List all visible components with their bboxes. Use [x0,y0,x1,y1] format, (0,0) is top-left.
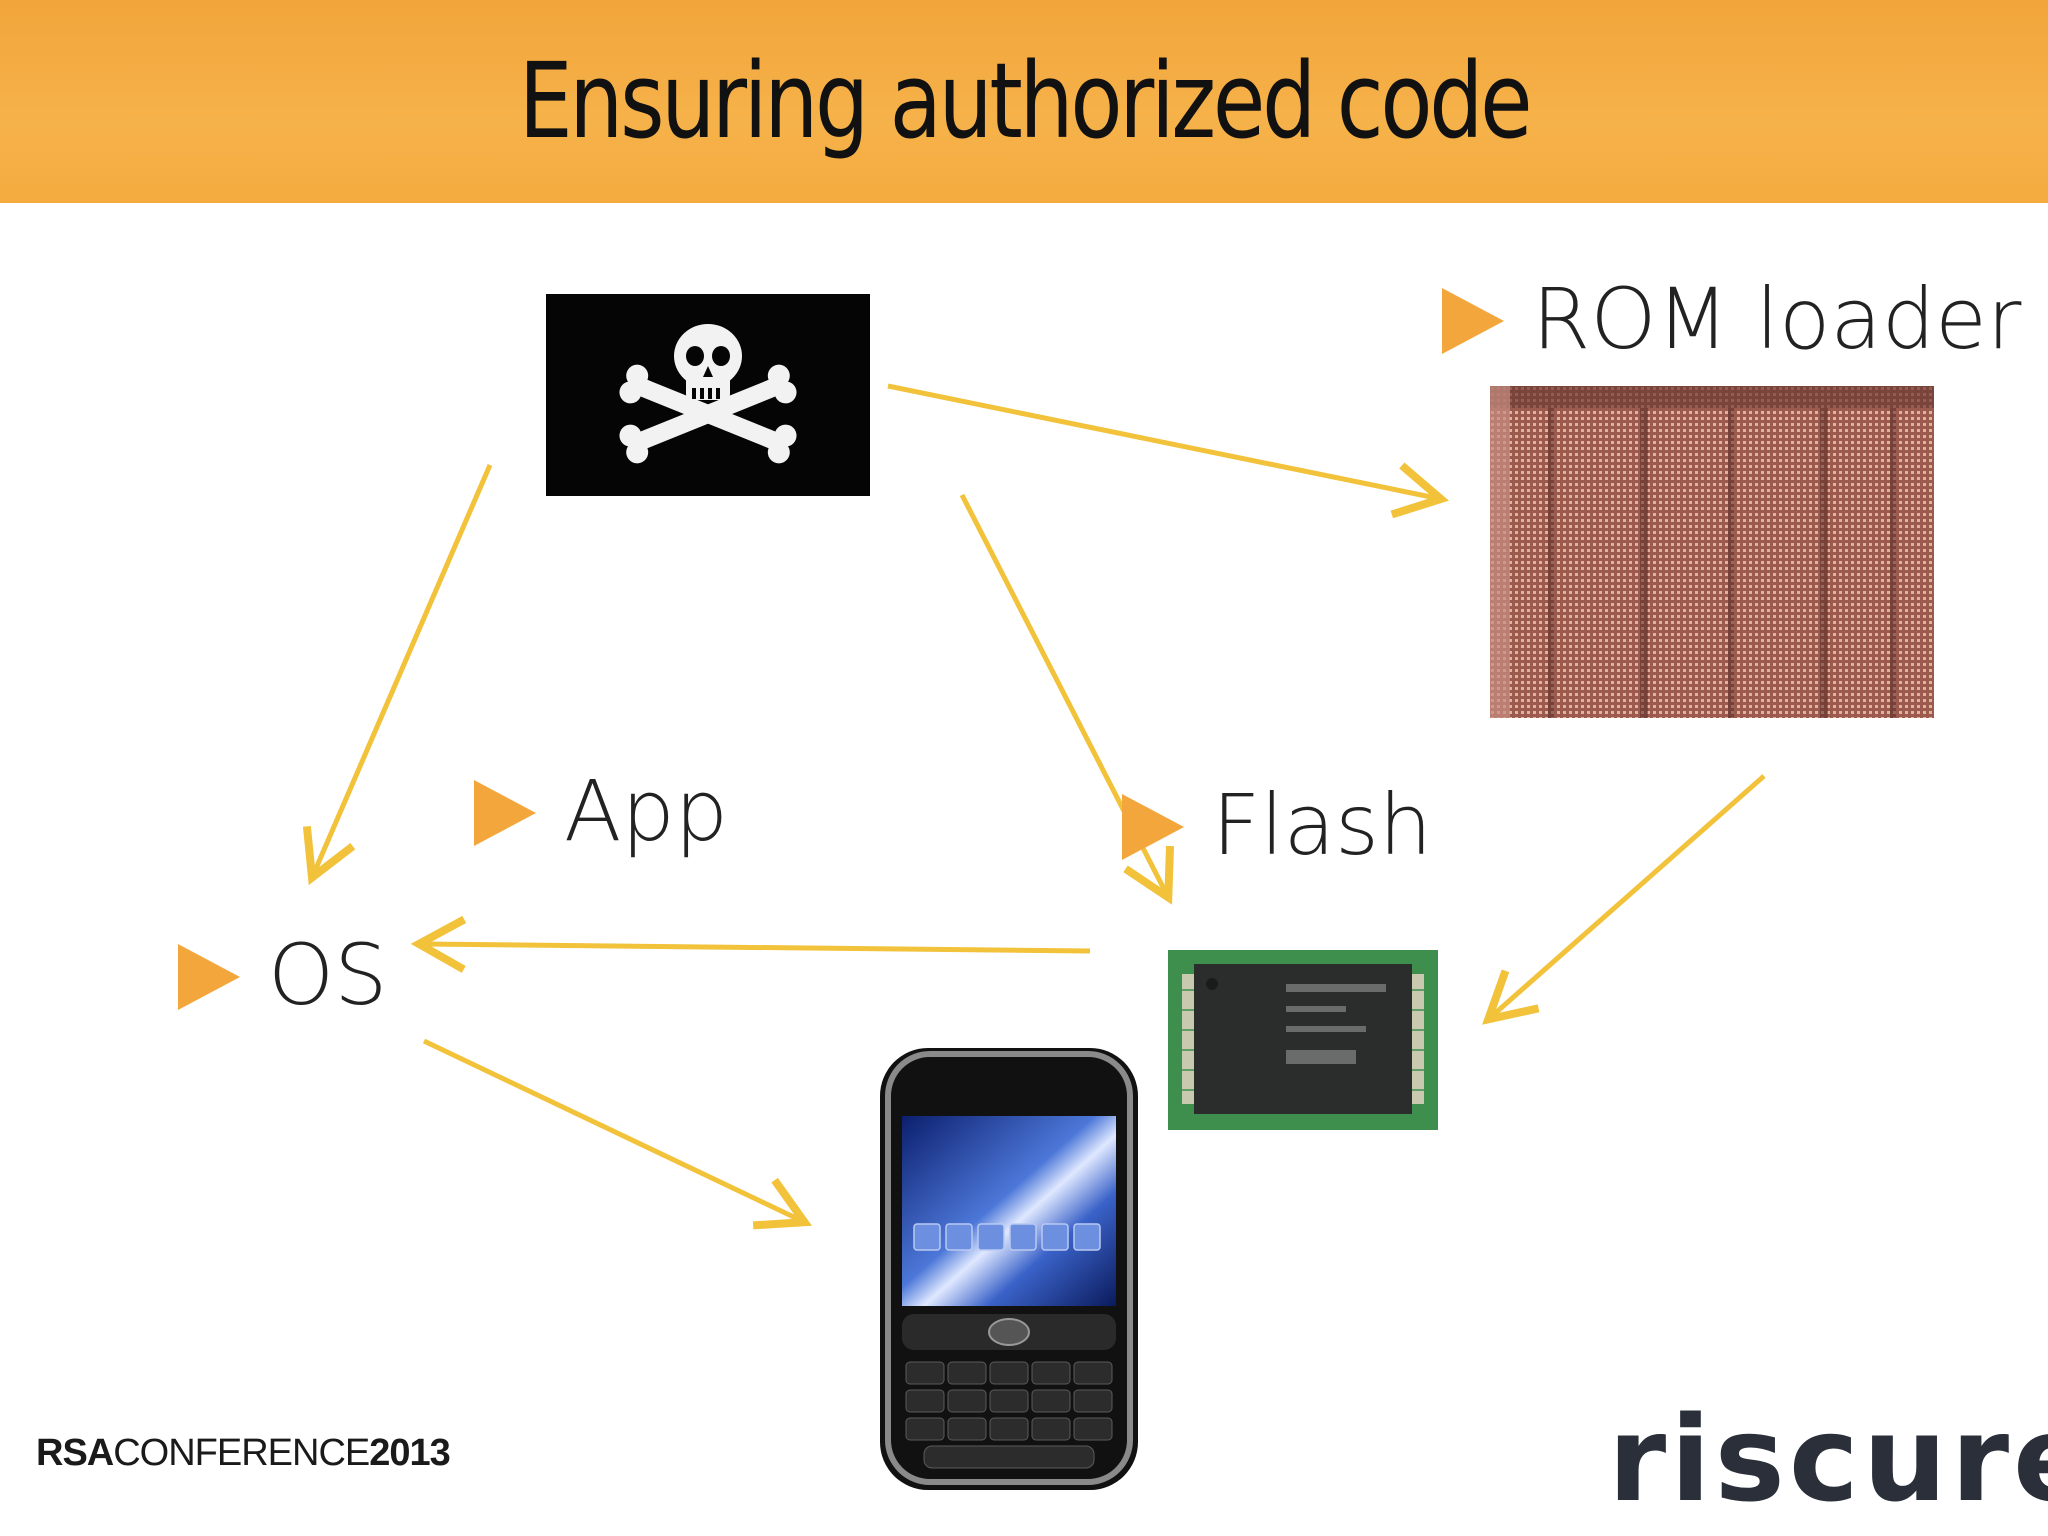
flash-bullet-icon [1122,794,1184,860]
rom-loader-label: ROM loader [1532,270,2022,368]
smartphone-icon [880,1048,1138,1490]
os-label: OS [268,926,388,1024]
app-label: App [564,762,729,860]
rom-die-icon [1490,386,1934,718]
pirate-flag-icon [546,294,870,496]
arrow-os-to-phone [422,1038,812,1230]
rom-loader-bullet-icon [1442,288,1504,354]
flash-chip-icon [1168,950,1438,1130]
rsa-logo-name: CONFERENCE [113,1432,370,1474]
flash-label: Flash [1212,776,1433,874]
arrow-attacker-to-os [302,464,493,886]
rsa-logo-year: 2013 [369,1432,451,1474]
arrow-attacker-to-rom [887,383,1449,519]
rsa-logo-prefix: RSA [36,1432,114,1474]
rsa-conference-logo: RSACONFERENCE2013 [36,1432,451,1475]
slide-title: Ensuring authorized code [518,40,1533,162]
riscure-logo: riscure [1608,1390,2048,1528]
title-bar [0,0,2048,203]
app-bullet-icon [474,780,536,846]
os-bullet-icon [178,944,240,1010]
arrow-flash-to-os [410,915,1091,973]
arrow-rom-to-flash [1482,774,1766,1025]
